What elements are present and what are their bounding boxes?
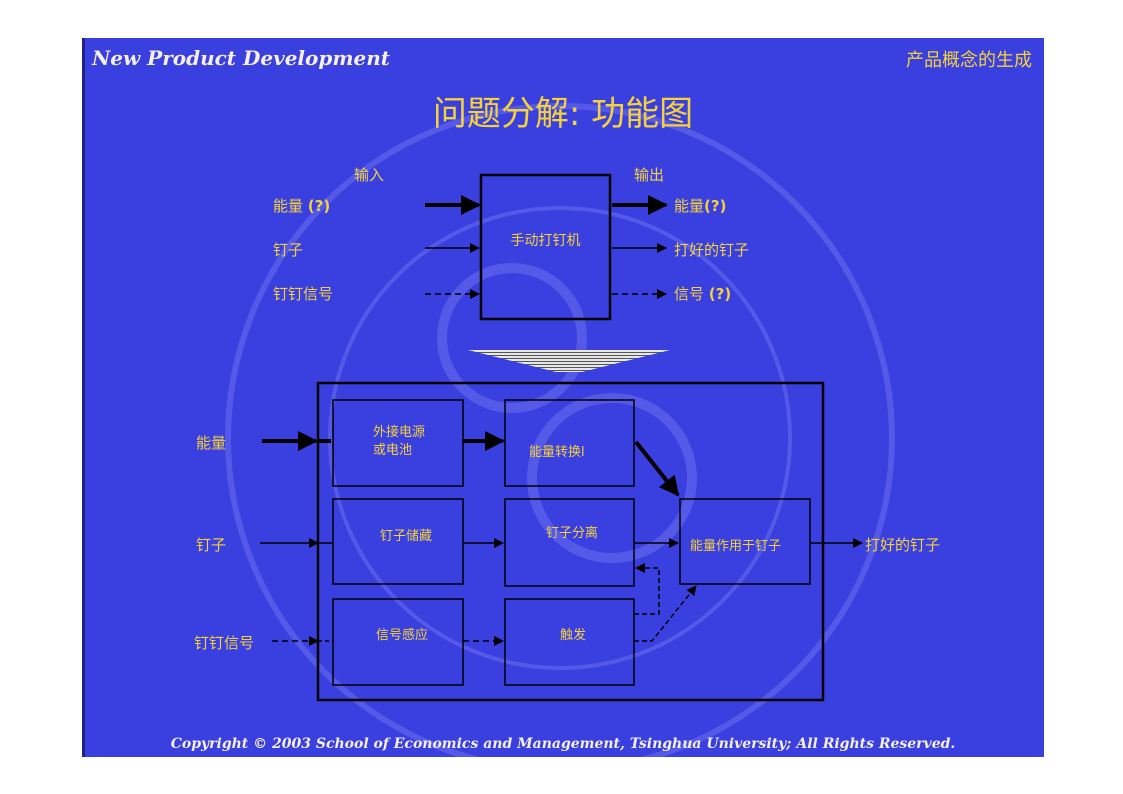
function-diagram <box>225 103 895 757</box>
bottom-input-nail: 钉子 <box>196 536 227 554</box>
power-source-label-1: 外接电源 <box>373 425 426 440</box>
power-source-label-2: 或电池 <box>373 443 413 458</box>
nail-storage-box <box>332 498 464 585</box>
nail-storage-label: 钉子储藏 <box>380 529 433 544</box>
bottom-input-signal: 钉钉信号 <box>194 634 255 652</box>
output-header: 输出 <box>634 166 665 184</box>
output-label-nail: 打好的钉子 <box>674 241 750 259</box>
tsinghua-watermark <box>225 103 895 757</box>
input-label-energy: 能量 (?) <box>273 197 331 215</box>
decomposition-arrow <box>468 350 670 372</box>
copyright-footer: Copyright © 2003 School of Economics and… <box>170 736 956 752</box>
input-header: 输入 <box>354 166 385 184</box>
energy-conversion-label: 能量转换l <box>529 445 585 460</box>
output-label-energy: 能量(?) <box>674 197 727 215</box>
trigger-to-separation-arrow <box>634 563 660 615</box>
bottom-output-label: 打好的钉子 <box>865 536 941 554</box>
signal-sensing-label: 信号感应 <box>376 628 429 643</box>
conversion-to-apply-arrow <box>634 440 680 497</box>
apply-energy-label: 能量作用于钉子 <box>690 539 782 554</box>
section-title: 产品概念的生成 <box>906 50 1032 71</box>
trigger-box <box>504 598 635 686</box>
trigger-label: 触发 <box>560 628 587 643</box>
signal-sensing-box <box>332 598 464 686</box>
slide: New Product Development 产品概念的生成 问题分解: 功能… <box>82 38 1044 757</box>
slide-left-edge <box>82 38 85 757</box>
trigger-to-apply-arrow <box>634 585 697 642</box>
bottom-input-energy: 能量 <box>196 434 227 452</box>
energy-conversion-box <box>504 399 635 487</box>
nailer-box-label: 手动打钉机 <box>510 233 581 249</box>
page-title: 问题分解: 功能图 <box>432 94 694 134</box>
brand-title: New Product Development <box>92 46 391 70</box>
apply-energy-box <box>679 498 811 585</box>
input-label-signal: 钉钉信号 <box>273 285 334 303</box>
nailer-box <box>479 173 612 321</box>
output-label-signal: 信号 (?) <box>674 285 732 303</box>
nail-separation-label: 钉子分离 <box>546 526 599 541</box>
input-label-nail: 钉子 <box>273 241 304 259</box>
